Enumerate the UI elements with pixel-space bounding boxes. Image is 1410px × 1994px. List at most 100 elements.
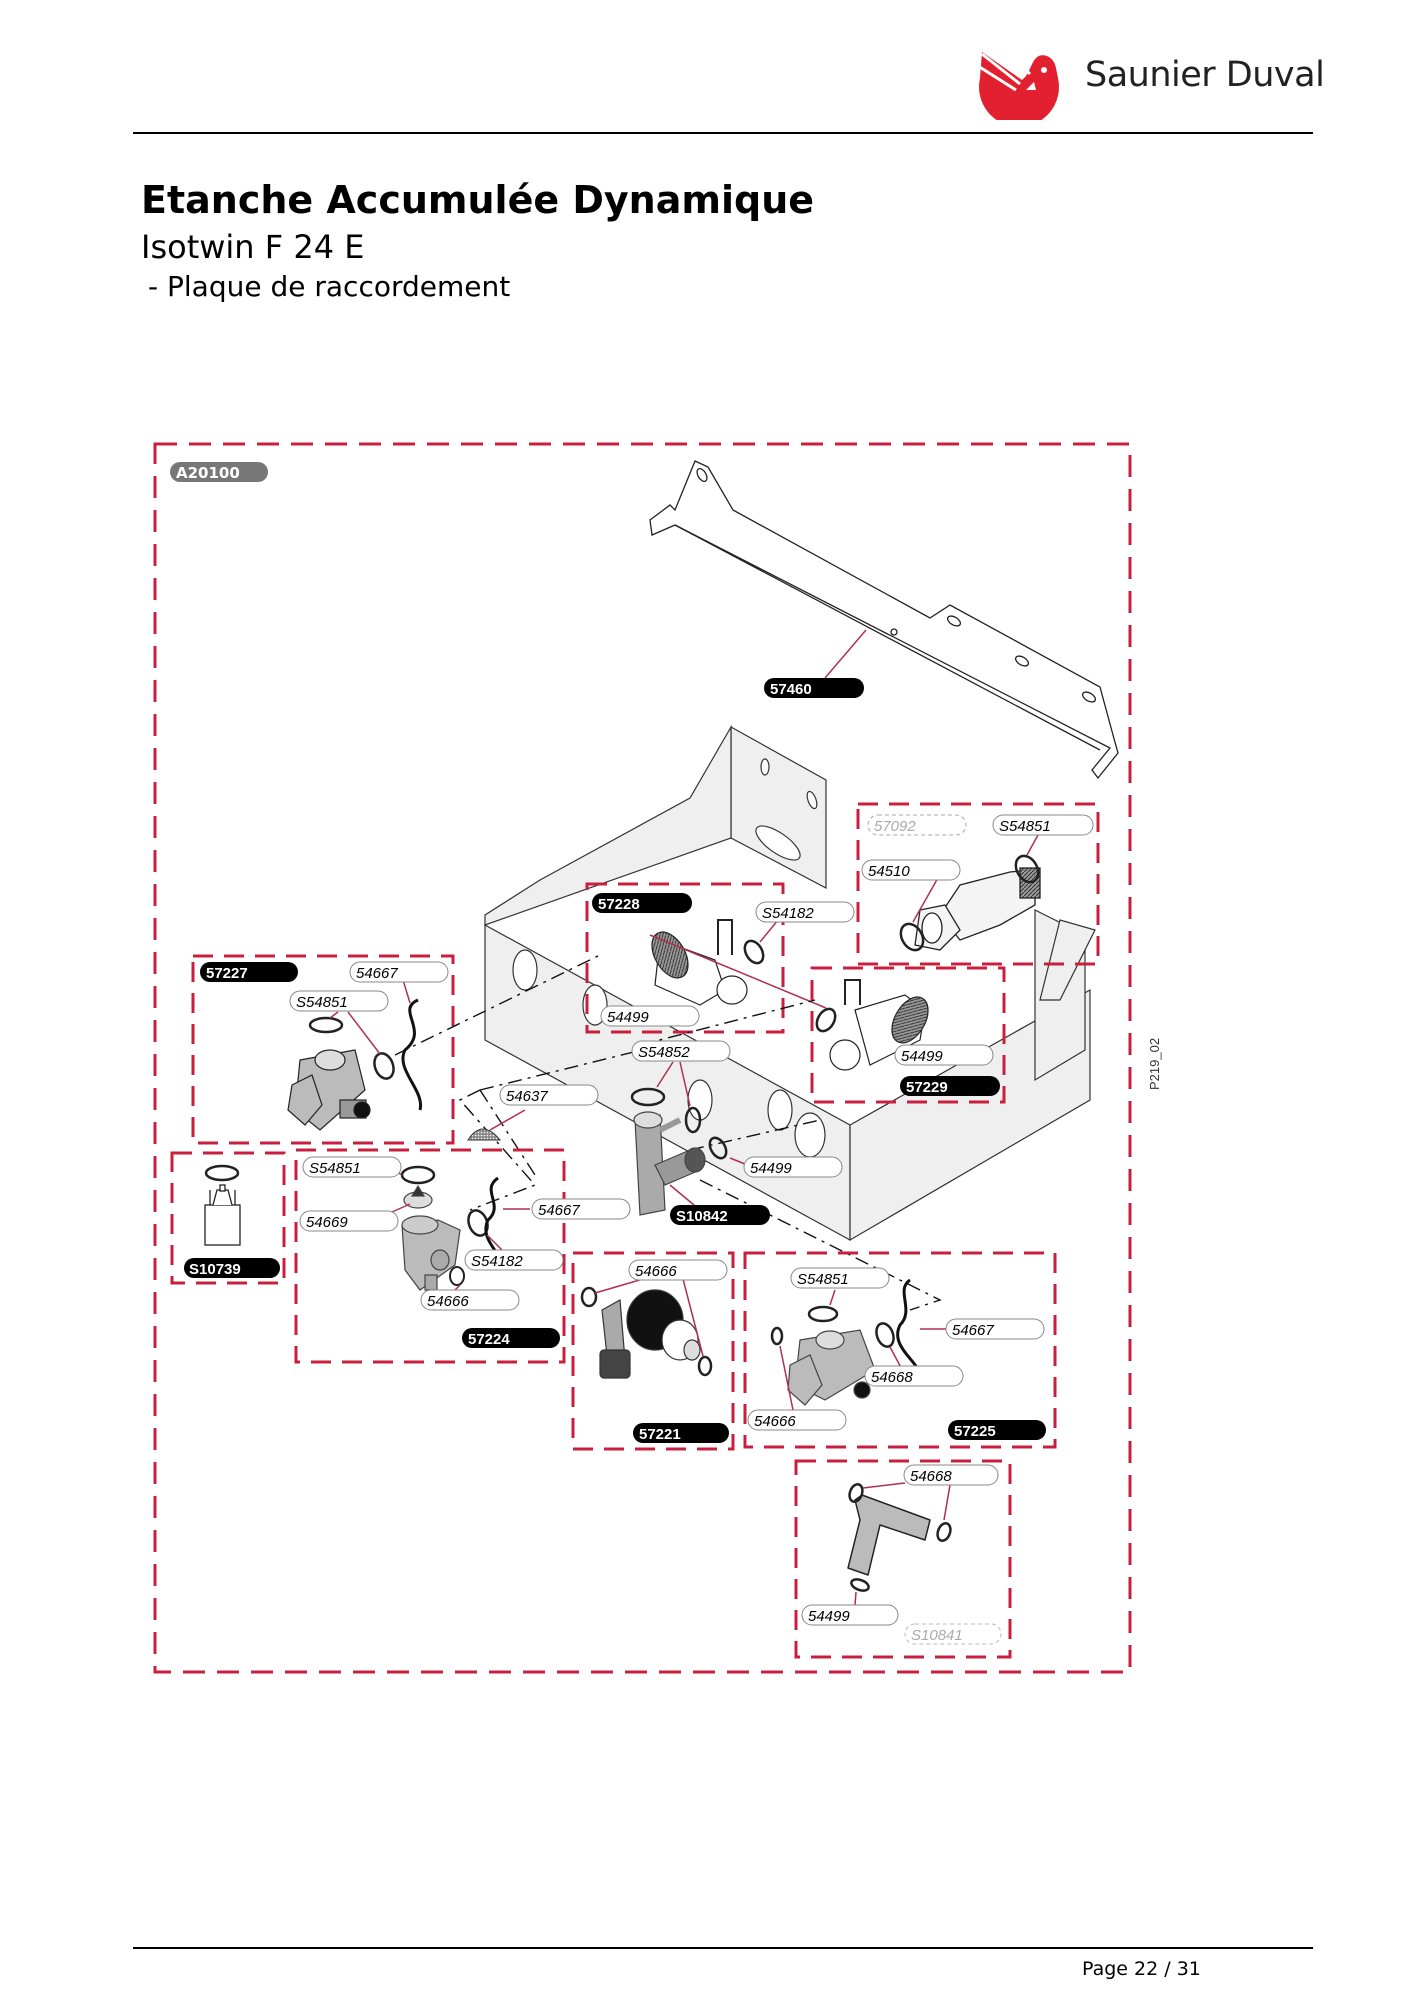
svg-text:54510: 54510 xyxy=(868,863,910,880)
part-label-54666[interactable]: 54666 xyxy=(628,1259,728,1281)
leader-line xyxy=(347,1011,381,1055)
leader-line xyxy=(402,979,411,1004)
leader-line xyxy=(779,1345,794,1411)
svg-text:57221: 57221 xyxy=(639,1426,681,1443)
part-label-s54851[interactable]: S54851 xyxy=(302,1156,402,1178)
svg-text:57229: 57229 xyxy=(906,1079,948,1096)
o-ring xyxy=(449,1266,465,1286)
group-frame-57228 xyxy=(585,882,785,1034)
part-label-s54851[interactable]: S54851 xyxy=(992,814,1094,836)
svg-text:54499: 54499 xyxy=(607,1009,649,1026)
part-label-54499[interactable]: 54499 xyxy=(600,1005,700,1027)
group-frame-57092 xyxy=(856,802,1100,966)
part-label-54667[interactable]: 54667 xyxy=(945,1318,1045,1340)
o-ring xyxy=(630,1087,666,1107)
part-badge-57224[interactable]: 57224 xyxy=(462,1328,560,1348)
svg-text:54668: 54668 xyxy=(871,1369,913,1386)
svg-text:57224: 57224 xyxy=(468,1331,510,1348)
o-ring xyxy=(743,939,765,965)
part-badge-57221[interactable]: 57221 xyxy=(633,1423,729,1443)
filter-mesh xyxy=(467,1128,502,1141)
part-badge-s10842[interactable]: S10842 xyxy=(670,1205,770,1225)
leader-line xyxy=(824,629,867,679)
part-label-54666[interactable]: 54666 xyxy=(420,1289,520,1311)
svg-text:54667: 54667 xyxy=(952,1322,994,1339)
leader-line xyxy=(594,1278,644,1294)
group-frame-57229 xyxy=(810,966,1006,1104)
svg-text:57228: 57228 xyxy=(598,896,640,913)
part-label-54668[interactable]: 54668 xyxy=(903,1464,999,1486)
part-badge-57227[interactable]: 57227 xyxy=(200,962,298,982)
part-badge-57228[interactable]: 57228 xyxy=(592,893,692,913)
valve-57221 xyxy=(599,1289,701,1379)
gasket-seal xyxy=(401,998,422,1111)
o-ring xyxy=(850,1578,870,1592)
assembly-frame xyxy=(153,442,1132,1674)
group-frame-57225 xyxy=(743,1251,1057,1449)
part-label-s54851[interactable]: S54851 xyxy=(289,990,389,1012)
section-title: - Plaque de raccordement xyxy=(148,270,511,303)
part-label-s54182[interactable]: S54182 xyxy=(755,901,855,923)
leader-line xyxy=(912,875,940,923)
part-label-54637[interactable]: 54637 xyxy=(499,1084,599,1106)
svg-text:S10842: S10842 xyxy=(676,1208,728,1225)
valve-57228 xyxy=(651,919,748,1006)
part-badge-57225[interactable]: 57225 xyxy=(948,1420,1046,1440)
part-label-54669[interactable]: 54669 xyxy=(299,1210,399,1232)
leader-line xyxy=(854,1591,857,1606)
o-ring xyxy=(580,1286,598,1308)
part-label-54499[interactable]: 54499 xyxy=(743,1156,843,1178)
o-ring xyxy=(899,922,925,952)
svg-text:S54851: S54851 xyxy=(797,1271,849,1288)
o-ring xyxy=(807,1305,839,1323)
o-ring xyxy=(204,1164,240,1182)
part-badge-57229[interactable]: 57229 xyxy=(900,1076,1000,1096)
valve-57224 xyxy=(401,1184,461,1291)
leader-line xyxy=(1026,834,1039,856)
part-badge-s10739[interactable]: S10739 xyxy=(184,1258,280,1278)
assembly-axis-lines xyxy=(394,954,942,1311)
part-label-57092[interactable]: 57092 xyxy=(867,814,967,836)
svg-text:54667: 54667 xyxy=(538,1202,580,1219)
part-label-s54182[interactable]: S54182 xyxy=(464,1249,564,1271)
o-ring xyxy=(770,1326,784,1346)
header-rule xyxy=(133,132,1313,134)
o-ring xyxy=(848,1483,864,1503)
leader-line xyxy=(682,1278,704,1357)
leader-line xyxy=(679,1061,691,1107)
part-label-s54851[interactable]: S54851 xyxy=(790,1267,890,1289)
model-subtitle: Isotwin F 24 E xyxy=(141,228,365,266)
o-ring xyxy=(1014,854,1040,884)
svg-text:57460: 57460 xyxy=(770,681,812,698)
saunier-duval-logo xyxy=(977,38,1059,120)
part-label-54667[interactable]: 54667 xyxy=(531,1198,631,1220)
tee-valve-s10842 xyxy=(633,1111,706,1216)
mounting-bracket xyxy=(649,460,1119,780)
part-label-54668[interactable]: 54668 xyxy=(864,1365,964,1387)
svg-text:A20100: A20100 xyxy=(176,464,240,482)
svg-text:54499: 54499 xyxy=(750,1160,792,1177)
svg-text:57227: 57227 xyxy=(206,965,248,982)
part-label-s10841[interactable]: S10841 xyxy=(904,1623,1002,1645)
sensor-s10739 xyxy=(204,1184,241,1246)
o-ring xyxy=(400,1165,436,1185)
part-label-54510[interactable]: 54510 xyxy=(861,859,961,881)
leader-line xyxy=(486,1234,503,1251)
group-frame-s10841 xyxy=(794,1459,1012,1659)
svg-text:54666: 54666 xyxy=(754,1413,796,1430)
leader-line xyxy=(759,919,779,943)
part-badge-57460[interactable]: 57460 xyxy=(764,678,864,698)
o-ring xyxy=(815,1007,837,1033)
part-label-54666[interactable]: 54666 xyxy=(747,1409,847,1431)
part-label-54499[interactable]: 54499 xyxy=(894,1044,994,1066)
brand-name: Saunier Duval xyxy=(1085,55,1325,95)
part-label-54499[interactable]: 54499 xyxy=(801,1604,899,1626)
leader-line xyxy=(862,1482,906,1489)
o-ring xyxy=(308,1016,344,1034)
svg-text:57225: 57225 xyxy=(954,1423,996,1440)
part-label-s54852[interactable]: S54852 xyxy=(631,1040,731,1062)
page-title: Etanche Accumulée Dynamique xyxy=(141,178,815,222)
group-frame-57227 xyxy=(191,954,455,1145)
part-label-54667[interactable]: 54667 xyxy=(349,961,449,983)
